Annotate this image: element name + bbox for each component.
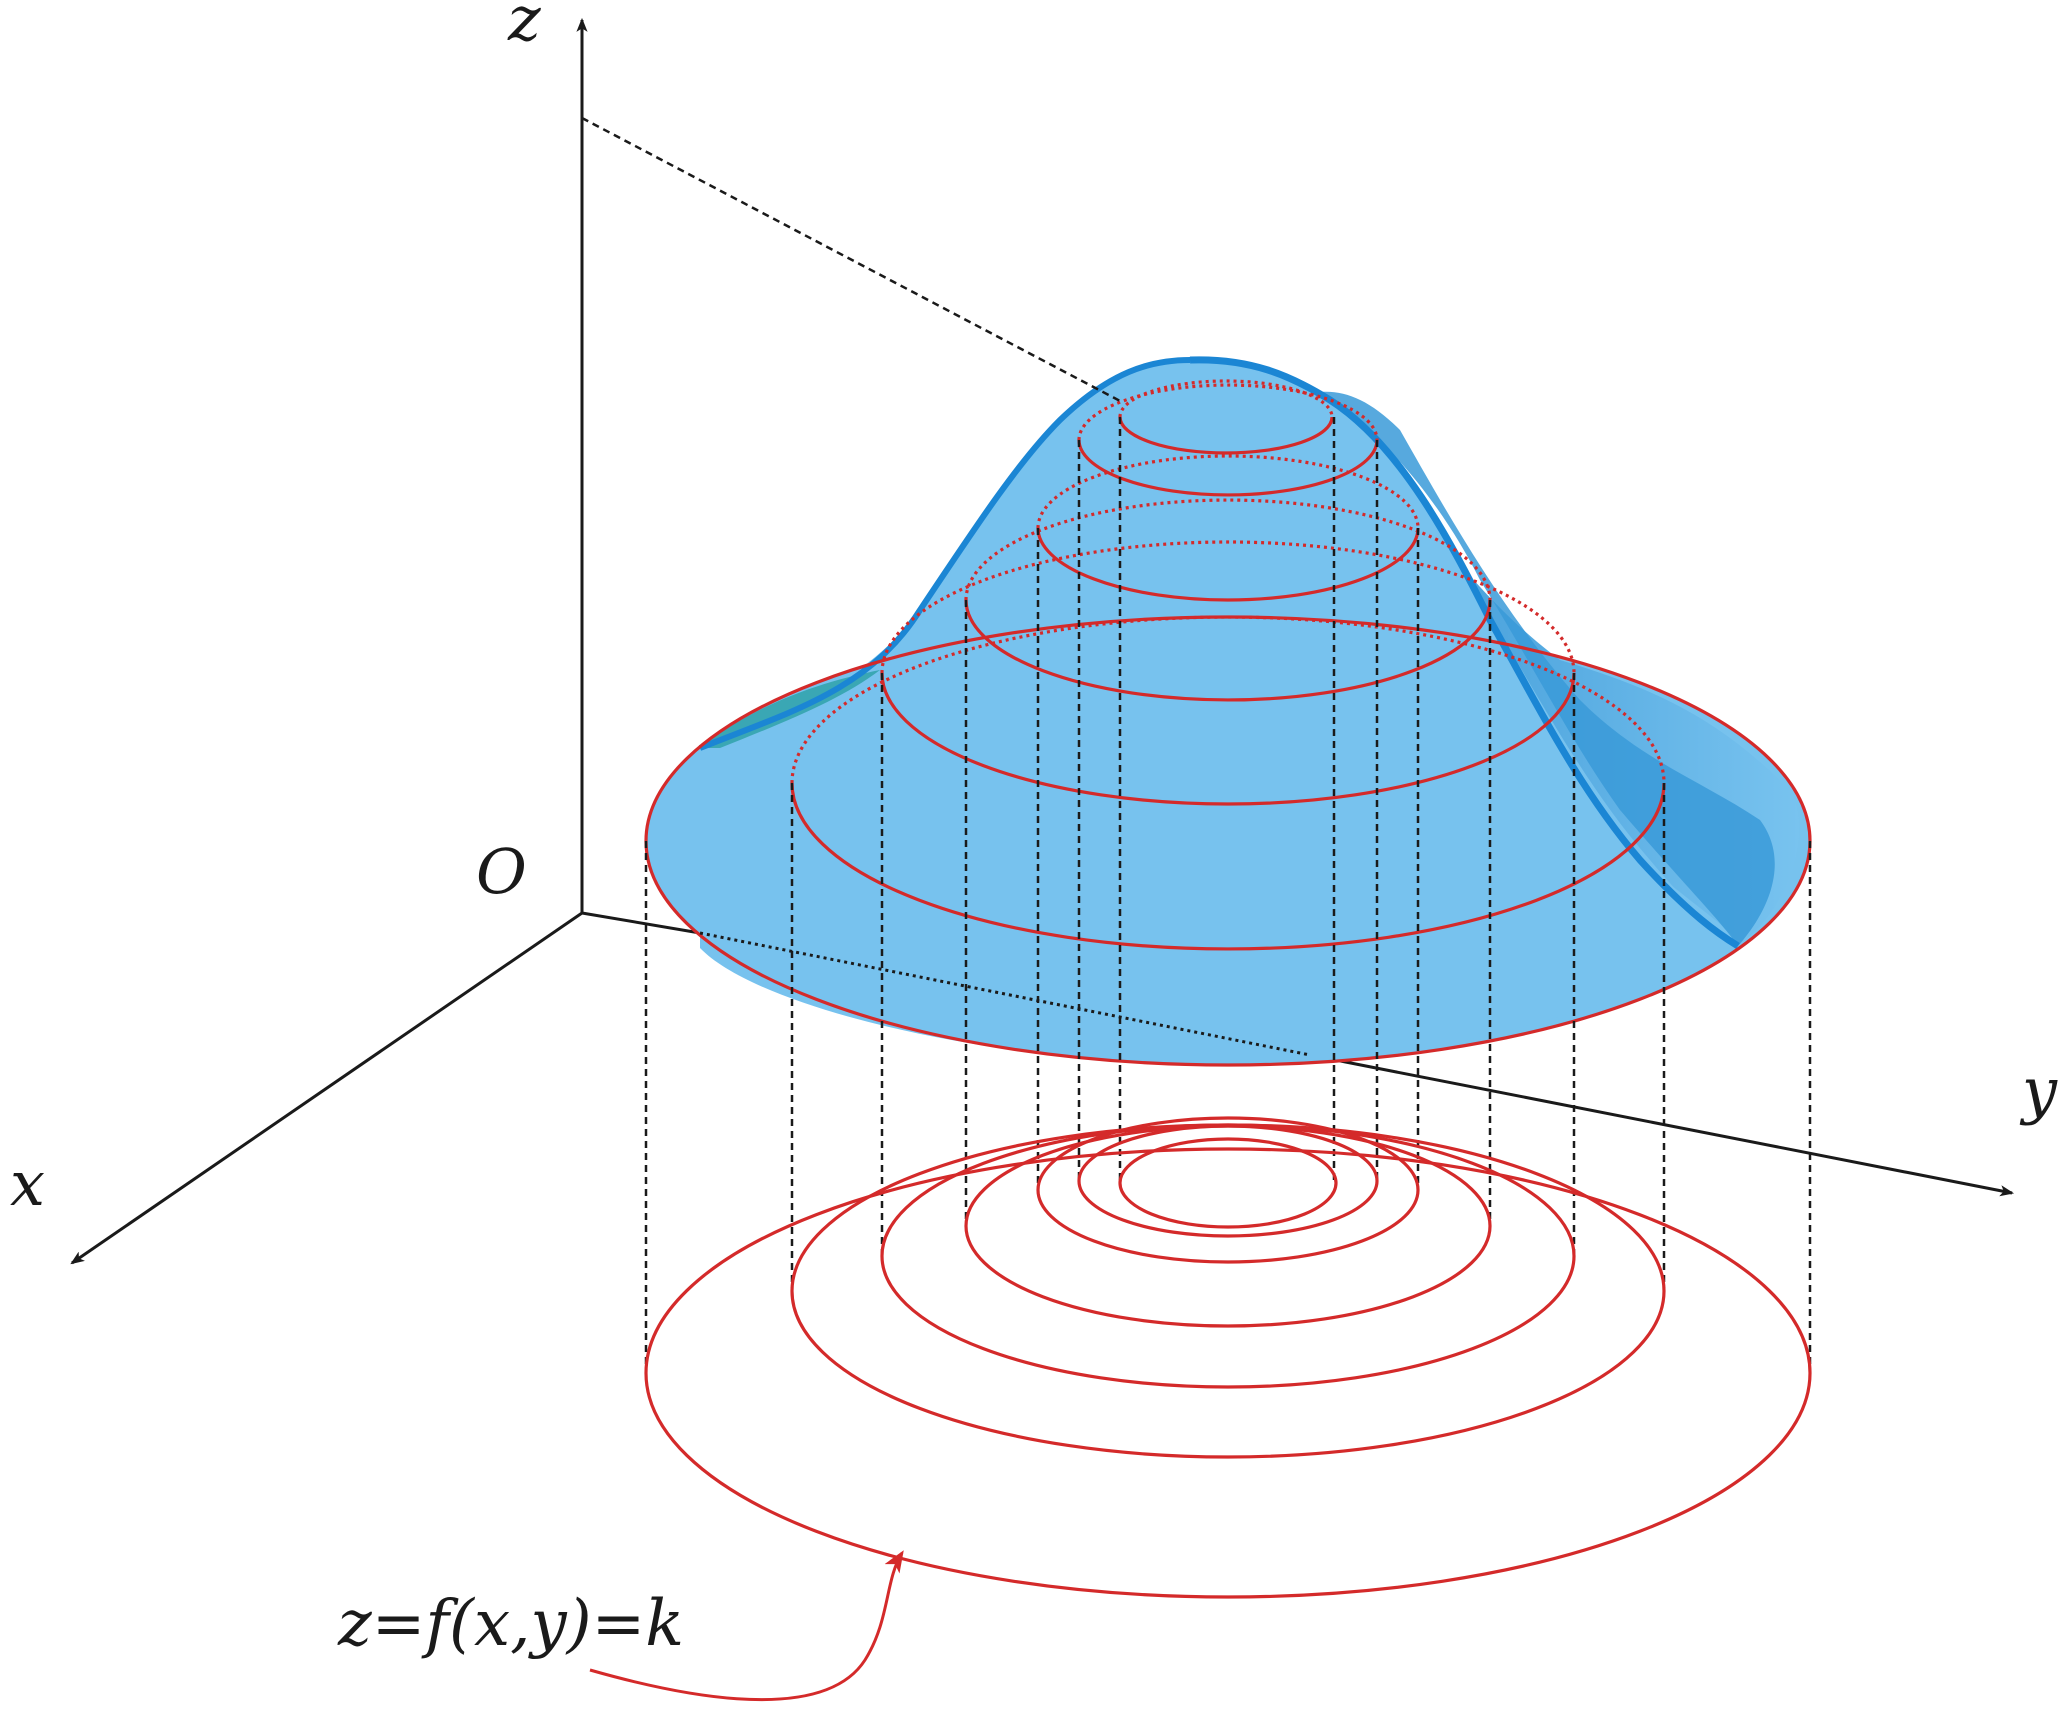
surface-edge-left [698,357,1191,751]
level-curve-2 [790,1123,1666,1459]
surface-contour-front-1 [790,782,1666,951]
z-axis-label: z [507,0,541,55]
coordinate-axes [70,17,2015,1265]
y-axis-label: y [2019,1054,2058,1127]
level-curve-equation: z=f(x,y)=k [337,1587,684,1661]
surface-contour-front-3 [964,599,1492,702]
surface-contours [790,379,1666,951]
level-curves [644,1116,1812,1599]
level-curve-3 [880,1123,1576,1389]
surface-contour-back-1 [790,615,1666,784]
surface-ridge [1189,356,1740,949]
equation-pointer-arrow [589,1550,904,1702]
surface-contour-back-5 [1077,383,1379,441]
level-curve-6 [1077,1124,1379,1238]
surface-contour-front-6 [1118,416,1334,455]
y-axis-front [1309,1053,2015,1197]
projection-lines [644,417,1812,1373]
surface-contour-back-2 [880,540,1576,674]
level-curve-5 [1036,1116,1420,1264]
surface-contour-front-2 [880,672,1576,806]
level-curve-7 [1118,1137,1338,1229]
y-axis-visible [581,911,701,935]
surface-contour-back-3 [964,498,1492,601]
x-axis [70,911,583,1265]
peak-to-z-axis-line [581,116,1123,404]
x-axis-label: x [10,1147,45,1220]
origin-label: O [476,835,527,908]
level-curve-1 [644,1147,1812,1599]
surface [644,356,1812,1067]
y-axis-hidden [699,931,1311,1057]
surface-contour-front-4 [1036,527,1420,602]
surface-contour-front-5 [1077,439,1379,497]
surface-dome [700,359,1738,1065]
